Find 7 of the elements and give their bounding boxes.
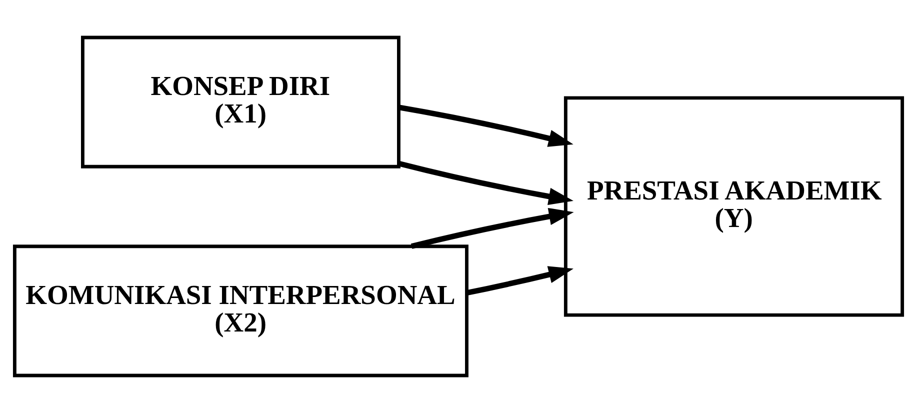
node-box: PRESTASI AKADEMIK (Y) xyxy=(564,96,904,317)
node-box: KOMUNIKASI INTERPERSONAL (X2) xyxy=(12,244,468,378)
arrow xyxy=(410,208,574,249)
arrow xyxy=(398,104,574,147)
arrow xyxy=(398,160,574,205)
arrow xyxy=(466,266,574,296)
node-box: KONSEP DIRI (X1) xyxy=(80,36,400,168)
